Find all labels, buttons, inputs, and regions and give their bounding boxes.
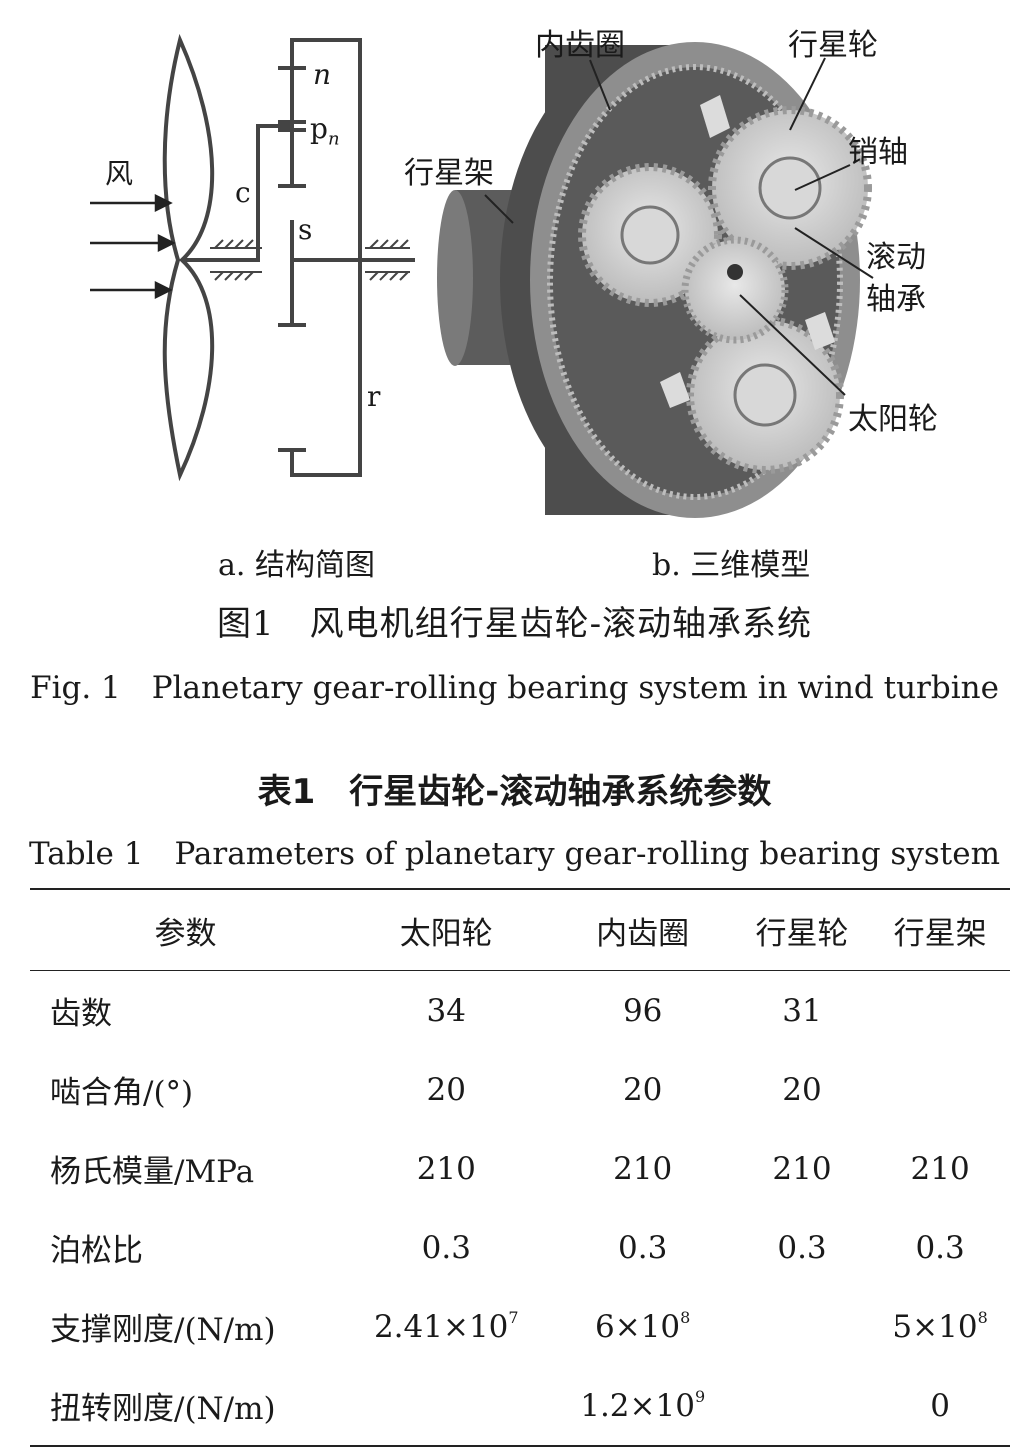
label-c: c [235, 176, 251, 209]
left-bearing [210, 239, 262, 281]
header-ring: 内齿圈 [596, 915, 690, 952]
table-cell: 210 [416, 1150, 476, 1187]
header-sun: 太阳轮 [399, 915, 493, 952]
parameter-table: 参数 太阳轮 内齿圈 行星轮 行星架 齿数 34 96 31 啮合角/(°) 20 20 20… [30, 888, 1010, 1447]
table-cell: 20 [782, 1071, 822, 1108]
table-cell: 20 [426, 1071, 466, 1108]
right-bearing [365, 239, 410, 281]
sun-gear [278, 220, 415, 327]
table-cell [870, 971, 1010, 1051]
label-wind: 风 [105, 157, 134, 190]
header-param: 参数 [154, 915, 217, 952]
row-param-name: 杨氏模量/MPa [50, 1154, 255, 1190]
table-cell: 0.3 [618, 1229, 668, 1266]
label-sun-gear: 太阳轮 [848, 402, 938, 437]
figure-caption-en: Fig. 1 Planetary gear-rolling bearing sy… [30, 670, 999, 706]
table-cell: 0.3 [421, 1229, 471, 1266]
row-param-name: 支撑刚度/(N/m) [50, 1312, 276, 1348]
figure-caption-cn: 图1 风电机组行星齿轮-滚动轴承系统 [216, 604, 813, 644]
row-param-name: 齿数 [50, 996, 112, 1032]
label-r: r [367, 380, 381, 413]
table-caption-cn: 表1 行星齿轮-滚动轴承系统参数 [257, 772, 772, 812]
row-param-name: 扭转刚度/(N/m) [50, 1391, 276, 1427]
header-carrier: 行星架 [893, 915, 987, 952]
table-row: 啮合角/(°) 20 20 20 [30, 1050, 1010, 1129]
table-body: 齿数 34 96 31 啮合角/(°) 20 20 20 杨氏模量/MPa 210 210 210 21… [30, 971, 1010, 1446]
table-cell: 0.3 [777, 1229, 827, 1266]
table-cell [734, 1287, 870, 1366]
blade-outline [162, 33, 215, 482]
table-cell: 96 [622, 992, 663, 1029]
row-param-name: 啮合角/(°) [50, 1075, 194, 1111]
label-ring-gear: 内齿圈 [535, 28, 625, 63]
structure-schematic [90, 33, 415, 482]
table-cell [870, 1050, 1010, 1129]
table-row: 支撑刚度/(N/m) 2.41×107 6×108 5×108 [30, 1287, 1010, 1366]
label-pin: 销轴 [848, 135, 908, 170]
table-cell: 1.2×109 [580, 1387, 706, 1424]
table-row: 扭转刚度/(N/m) 1.2×109 0 [30, 1366, 1010, 1446]
header-planet: 行星轮 [755, 915, 849, 952]
planetary-3d-model [437, 42, 874, 518]
label-n: n [313, 58, 332, 91]
table-cell: 31 [782, 992, 822, 1029]
table-cell: 0.3 [915, 1229, 965, 1266]
table-cell: 20 [622, 1071, 663, 1108]
table-cell: 6×108 [595, 1308, 691, 1345]
label-carrier: 行星架 [404, 156, 494, 191]
ring-gear [278, 38, 362, 477]
label-planet-gear: 行星轮 [788, 28, 878, 63]
table-caption-en: Table 1 Parameters of planetary gear-rol… [29, 836, 1000, 872]
carrier-plates [660, 95, 835, 408]
planet-gear-top [708, 106, 872, 270]
carrier-shaft [182, 124, 292, 262]
table-cell: 210 [772, 1150, 832, 1187]
label-bearing-line2: 轴承 [866, 282, 926, 317]
table-cell: 5×108 [892, 1308, 988, 1345]
table-row: 齿数 34 96 31 [30, 971, 1010, 1051]
leader-lines [484, 57, 874, 396]
label-pn: pn [310, 112, 340, 150]
subcaption-a: a. 结构简图 [218, 548, 375, 583]
wind-arrows [90, 193, 176, 300]
table-header-row: 参数 太阳轮 内齿圈 行星轮 行星架 [30, 889, 1010, 971]
sun-gear [681, 236, 789, 344]
row-param-name: 泊松比 [50, 1233, 143, 1269]
table-cell: 210 [613, 1150, 673, 1187]
subcaption-b: b. 三维模型 [652, 548, 811, 583]
table-cell [341, 1366, 552, 1446]
table-row: 杨氏模量/MPa 210 210 210 210 [30, 1129, 1010, 1208]
table-row: 泊松比 0.3 0.3 0.3 0.3 [30, 1208, 1010, 1287]
table-cell: 2.41×107 [373, 1308, 519, 1345]
label-s: s [298, 213, 313, 246]
planet-gear [278, 65, 306, 188]
table-cell: 0 [930, 1387, 950, 1424]
table-cell: 34 [426, 992, 466, 1029]
planet-gear-left [578, 163, 722, 307]
table-cell [734, 1366, 870, 1446]
label-bearing-line1: 滚动 [866, 240, 926, 275]
table-cell: 210 [910, 1150, 970, 1187]
